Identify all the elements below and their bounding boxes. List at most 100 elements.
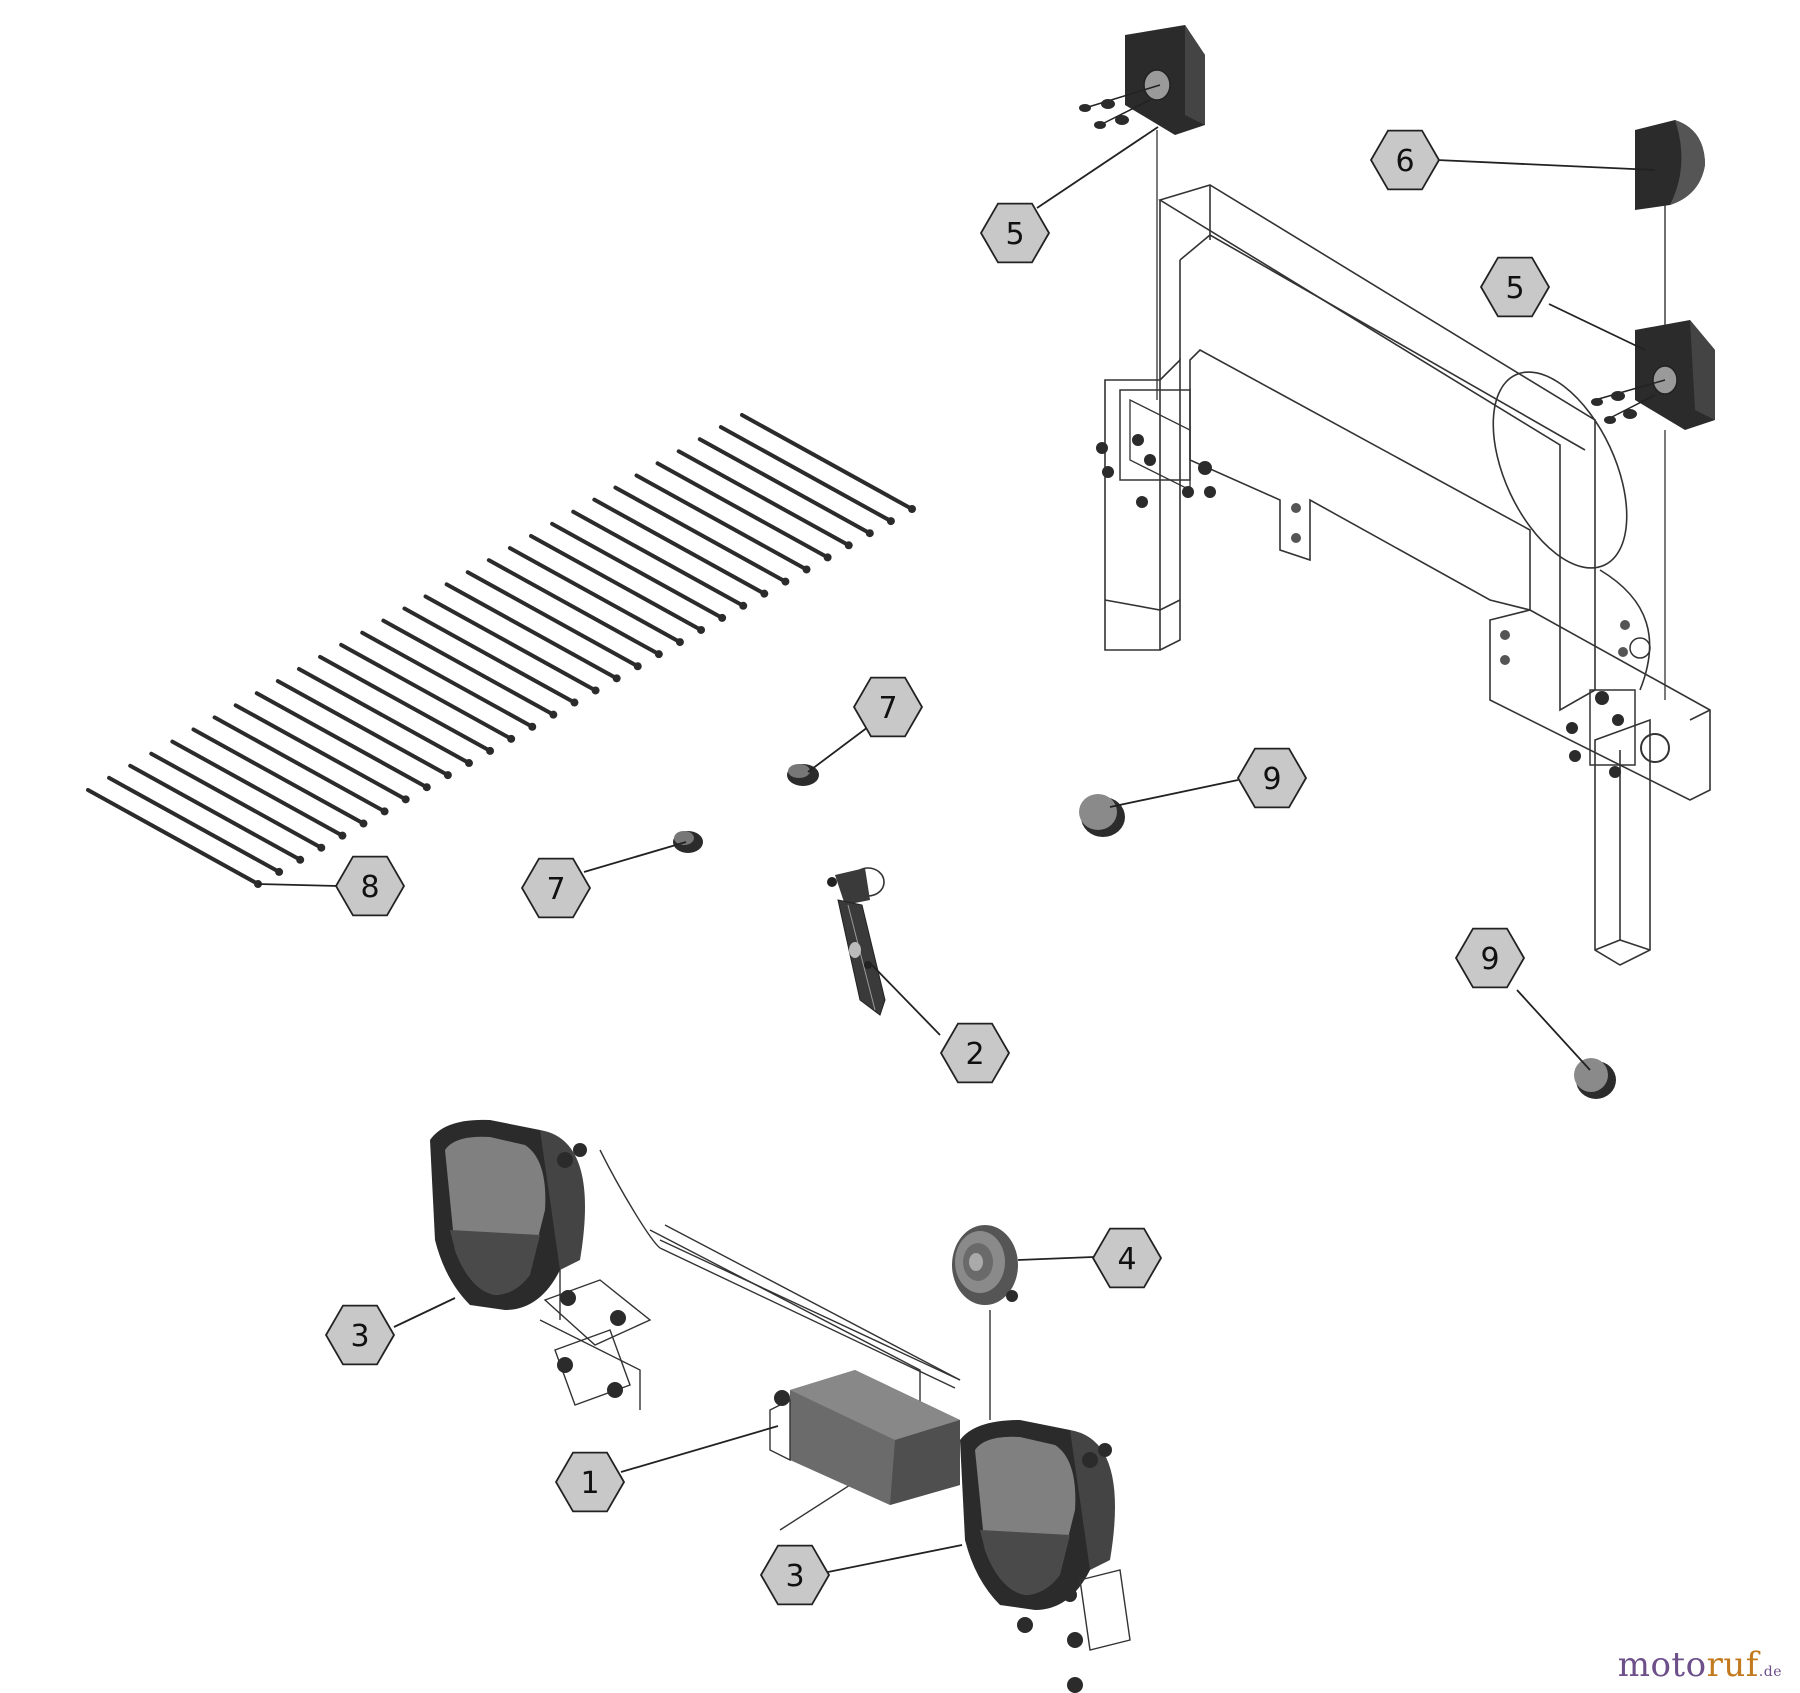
callout-number: 3 [785, 1559, 804, 1594]
cable-tie [86, 788, 260, 886]
callout-hexagon [979, 202, 1051, 264]
watermark-main: moto [1617, 1645, 1707, 1685]
cable-tie [444, 582, 619, 681]
callout-hexagon [324, 1304, 396, 1366]
callout-3a: 3 [324, 1304, 396, 1366]
callout-hexagon [939, 1022, 1011, 1084]
cable-tie-head [865, 529, 874, 538]
cable-tie [465, 570, 640, 669]
part-5-lamp-right [1591, 320, 1715, 700]
cable-tie-head [338, 831, 347, 840]
callout-1: 1 [554, 1451, 626, 1513]
cable-tie [212, 715, 387, 814]
frame-bracket-right [1500, 620, 1670, 778]
cable-tie-head [675, 638, 684, 647]
cable-tie [254, 691, 429, 790]
cable-tie-head [570, 698, 579, 707]
callout-number: 3 [350, 1319, 369, 1354]
cable-tie [128, 763, 303, 862]
cable-tie [339, 642, 514, 741]
part-7-grommet-b [673, 831, 703, 853]
cable-tie-head [844, 541, 853, 550]
mounting-frame [1104, 184, 1711, 966]
callout-hexagon [1454, 927, 1526, 989]
cable-tie-head [380, 807, 389, 816]
cable-tie [718, 425, 893, 524]
callout-hexagon [1479, 256, 1551, 318]
cable-tie-head [633, 662, 642, 671]
part-9-plug-b [1574, 1058, 1616, 1099]
lamp-3-left-bracket [543, 1279, 652, 1406]
cable-tie-head [486, 746, 495, 755]
cable-tie [592, 497, 767, 596]
cable-tie [697, 437, 872, 536]
cable-tie-head [802, 565, 811, 574]
callout-number: 7 [546, 872, 565, 907]
cable-tie-head [317, 843, 326, 852]
watermark-accent: ruf [1706, 1645, 1759, 1685]
callout-5b: 5 [1479, 256, 1551, 318]
callout-hexagon [520, 857, 592, 919]
cable-tie-head [422, 783, 431, 792]
cable-tie [486, 558, 661, 657]
cable-tie-head [718, 613, 727, 622]
callout-number: 5 [1505, 271, 1524, 306]
leader-lines [257, 126, 1656, 1573]
cable-tie-head [781, 577, 790, 586]
cable-tie-head [528, 722, 537, 731]
callout-number: 6 [1395, 144, 1414, 179]
cable-tie-head [739, 601, 748, 610]
part-2-switch [827, 867, 886, 1016]
cable-tie [613, 485, 788, 584]
callout-7b: 7 [520, 857, 592, 919]
cable-tie [360, 630, 535, 729]
cable-tie [740, 413, 914, 511]
lower-wiring [539, 1149, 991, 1531]
cable-tie [107, 775, 282, 874]
cable-tie [149, 751, 324, 850]
cable-tie-head [507, 734, 516, 743]
part-5-lamp-top [1079, 25, 1205, 400]
callout-number: 9 [1480, 942, 1499, 977]
part-3-tail-lamp-right [960, 1420, 1131, 1693]
callout-hexagon [1091, 1227, 1163, 1289]
cable-tie-head [612, 674, 621, 683]
cable-tie [275, 679, 450, 778]
part-1-control-box [769, 1370, 960, 1505]
part-6-lamp [1635, 120, 1705, 330]
callout-hexagon [759, 1544, 831, 1606]
cable-tie [296, 667, 471, 766]
callout-number: 2 [965, 1037, 984, 1072]
part-3-tail-lamp-left [430, 1119, 587, 1310]
cable-tie-head [296, 855, 305, 864]
callouts: 1 2 3 3 4 5 5 6 7 7 8 9 9 [324, 129, 1551, 1606]
part-9-plug-a [1079, 794, 1125, 837]
cable-tie [507, 546, 682, 645]
frame-bracket-left [1096, 389, 1301, 543]
cable-tie [191, 727, 366, 826]
cable-tie [655, 461, 830, 560]
callout-9a: 9 [1236, 747, 1308, 809]
callout-6: 6 [1369, 129, 1441, 191]
cable-tie [318, 654, 493, 753]
cable-tie-head [401, 795, 410, 804]
cable-tie-head [591, 686, 600, 695]
callout-number: 9 [1262, 762, 1281, 797]
callout-hexagon [554, 1451, 626, 1513]
cable-tie-head [823, 553, 832, 562]
callout-8: 8 [334, 855, 406, 917]
cable-tie-head [760, 589, 769, 598]
callout-number: 5 [1005, 217, 1024, 252]
cable-tie-head [359, 819, 368, 828]
cable-tie [529, 533, 704, 632]
part-4-horn [952, 1225, 1018, 1305]
callout-7a: 7 [852, 676, 924, 738]
callout-2: 2 [939, 1022, 1011, 1084]
callout-number: 7 [878, 691, 897, 726]
callout-number: 8 [360, 870, 379, 905]
callout-hexagon [852, 676, 924, 738]
cable-tie [233, 703, 408, 802]
cable-tie [381, 618, 556, 717]
callout-number: 4 [1117, 1242, 1136, 1277]
